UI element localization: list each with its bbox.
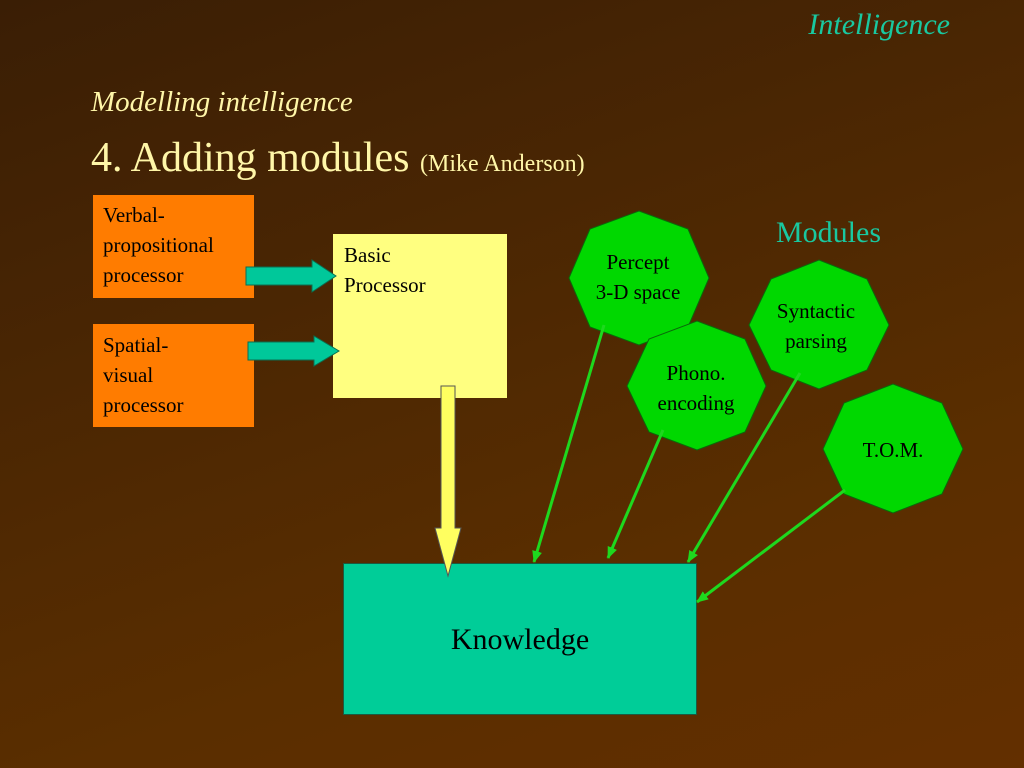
slide-subtitle: Modelling intelligence xyxy=(91,86,353,118)
basic-line-1: Basic xyxy=(344,243,391,267)
tom-line-1: T.O.M. xyxy=(862,438,924,462)
phono-line-2: encoding xyxy=(657,391,735,415)
knowledge-box: Knowledge xyxy=(343,563,697,715)
syntactic-line-2: parsing xyxy=(785,329,847,353)
basic-to-knowledge-arrow xyxy=(434,385,462,578)
percept-to-knowledge-arrow xyxy=(532,324,606,563)
percept-line-1: Percept xyxy=(606,250,670,274)
percept-module-star xyxy=(568,210,710,346)
phono-module-star xyxy=(626,320,767,451)
basic-line-2: Processor xyxy=(344,273,426,297)
syntactic-to-knowledge-arrow xyxy=(686,372,802,563)
phono-to-knowledge-arrow xyxy=(606,429,665,559)
syntactic-line-1: Syntactic xyxy=(776,299,856,323)
spatial-line-2: visual xyxy=(103,363,154,387)
basic-processor-box: Basic Processor xyxy=(333,234,507,398)
syntactic-module-label: Syntactic parsing xyxy=(777,296,855,356)
spatial-line-1: Spatial- xyxy=(103,333,169,357)
verbal-to-basic-arrow xyxy=(245,259,337,293)
slide-heading: 4. Adding modules (Mike Anderson) xyxy=(91,134,585,182)
percept-line-2: 3-D space xyxy=(595,280,681,304)
tom-module-star xyxy=(822,383,964,514)
syntactic-module-star xyxy=(748,259,890,390)
knowledge-label: Knowledge xyxy=(450,623,590,656)
percept-module-label: Percept 3-D space xyxy=(596,247,681,307)
phono-module-label: Phono. encoding xyxy=(658,358,735,418)
verbal-processor-box: Verbal- propositional processor xyxy=(93,195,254,298)
author-credit: (Mike Anderson) xyxy=(420,151,585,177)
phono-line-1: Phono. xyxy=(666,361,726,385)
spatial-to-basic-arrow xyxy=(247,335,340,367)
verbal-line-2: propositional xyxy=(103,233,214,257)
verbal-line-1: Verbal- xyxy=(103,203,165,227)
spatial-line-3: processor xyxy=(103,393,184,417)
tom-module-label: T.O.M. xyxy=(863,435,924,465)
tom-to-knowledge-arrow xyxy=(696,488,846,604)
spatial-processor-box: Spatial- visual processor xyxy=(93,324,254,427)
heading-text: 4. Adding modules xyxy=(91,135,410,181)
verbal-line-3: processor xyxy=(103,263,184,287)
corner-title: Intelligence xyxy=(808,8,950,41)
modules-label: Modules xyxy=(776,216,881,249)
